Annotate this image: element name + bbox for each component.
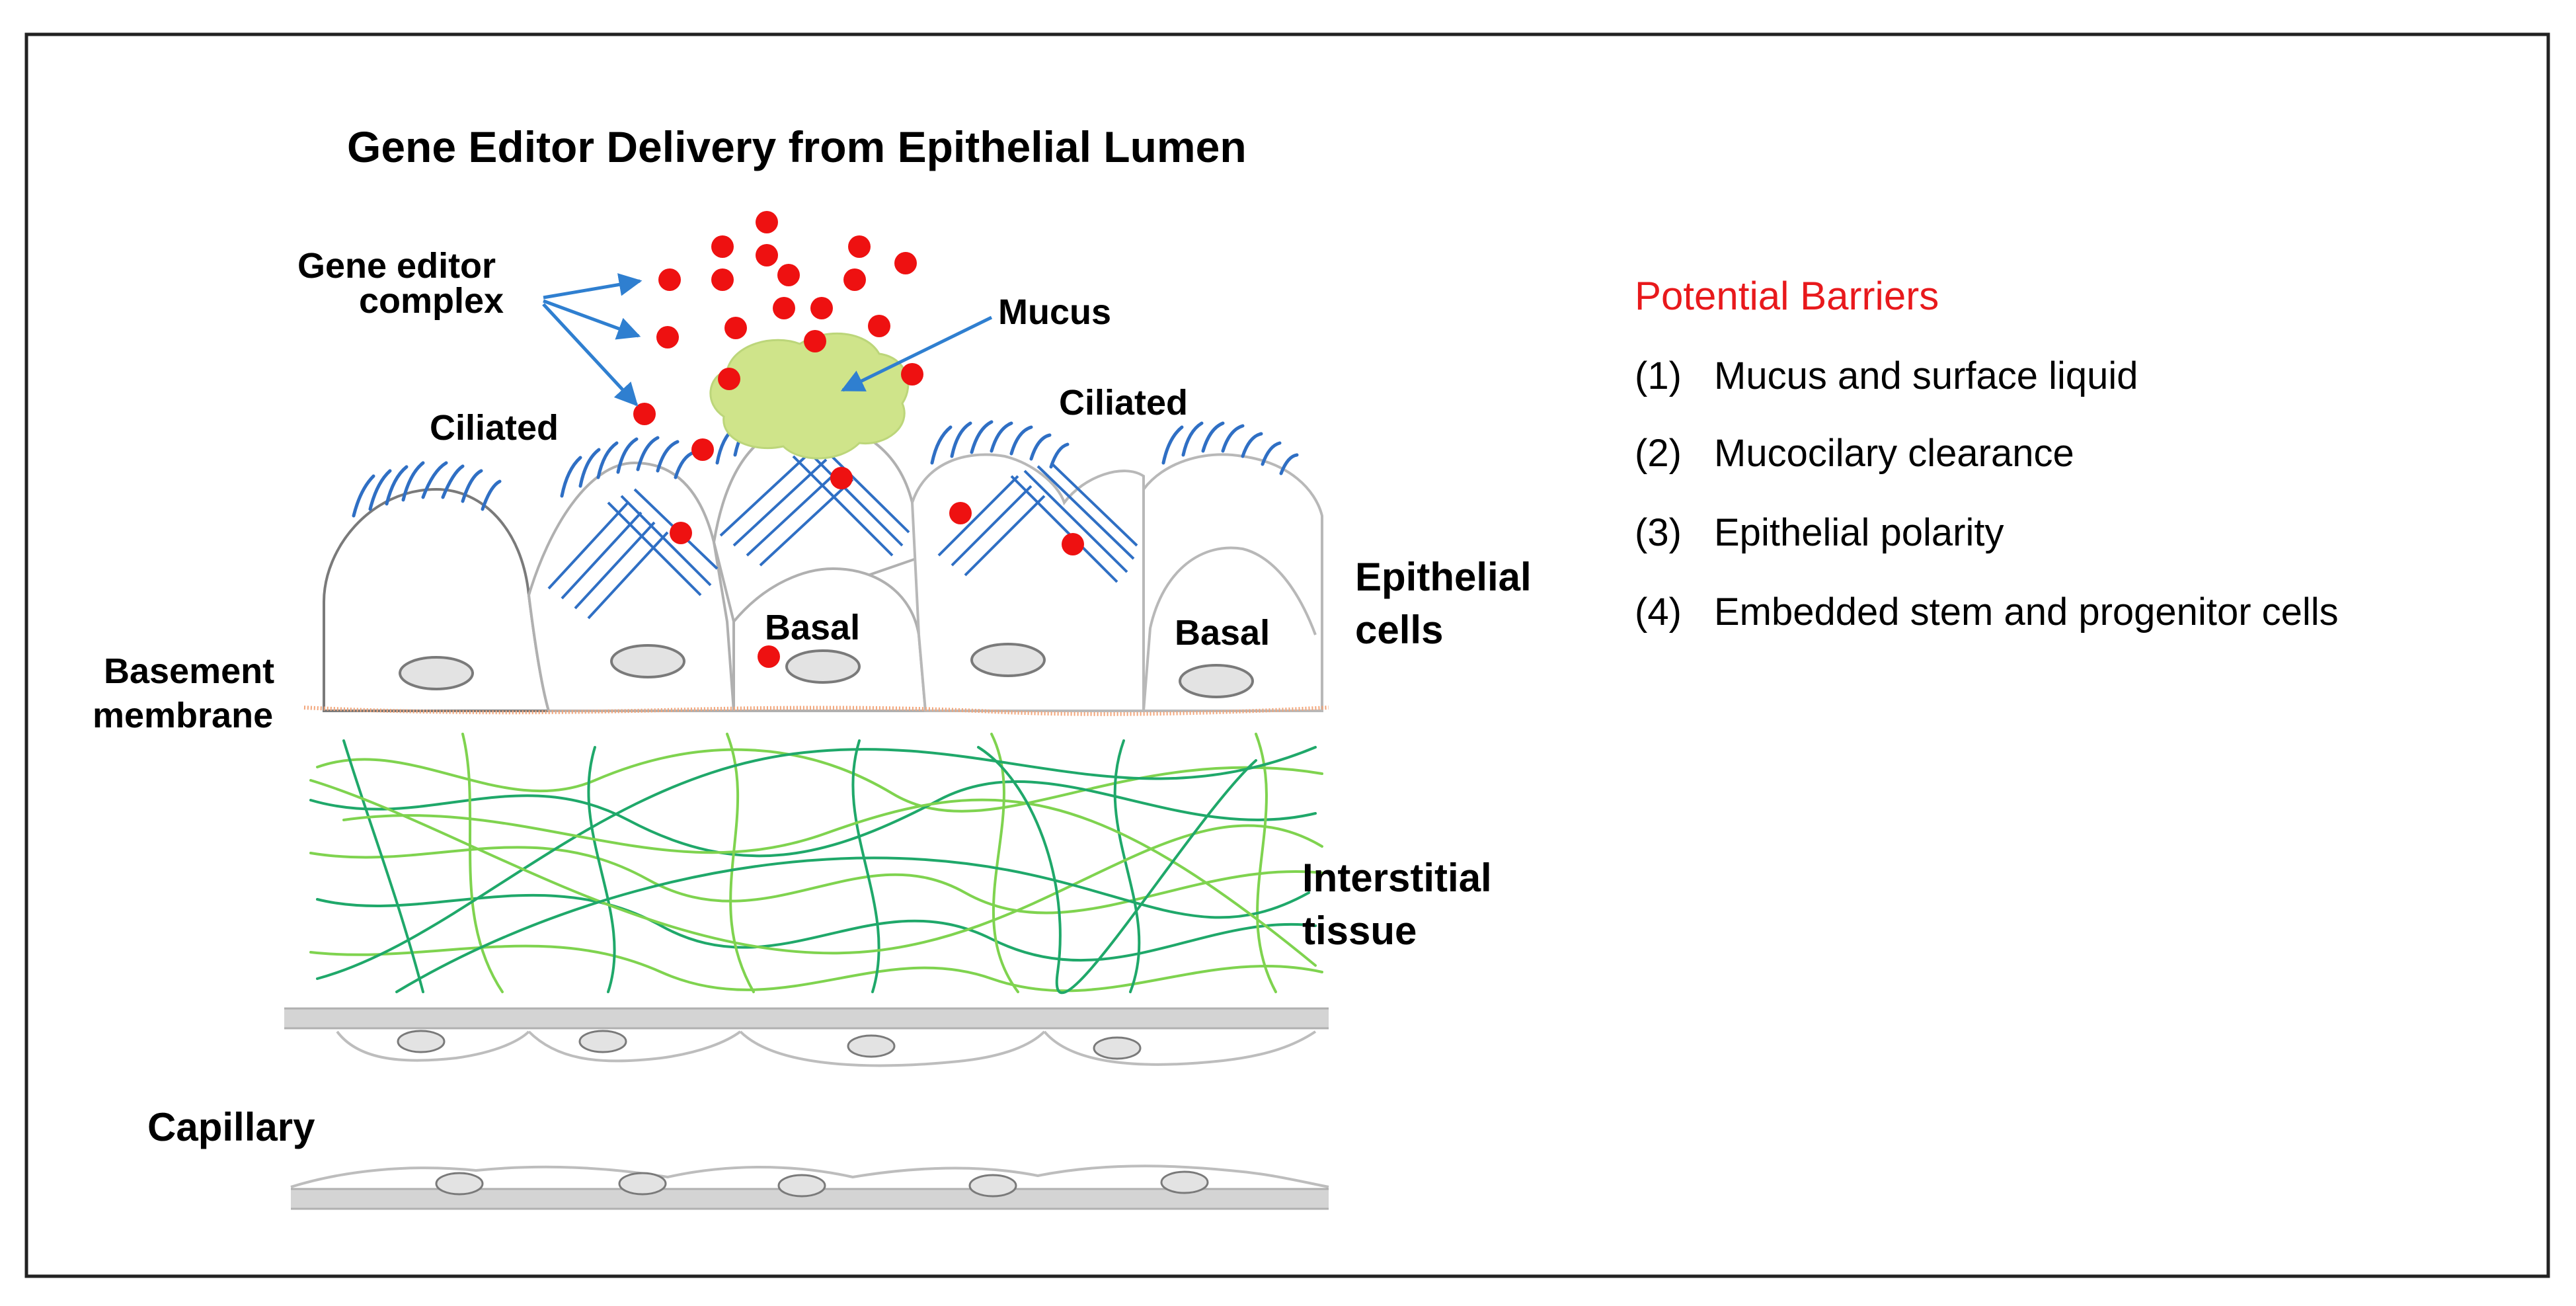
nucleus	[610, 644, 685, 678]
nucleus	[970, 643, 1046, 677]
nucleus	[397, 1030, 446, 1053]
label-epithelial-2: cells	[1355, 608, 1443, 652]
barriers-panel: Potential Barriers (1) Mucus and surface…	[1635, 274, 2339, 633]
nucleus	[618, 1172, 667, 1196]
barrier-2-text: Mucocilary clearance	[1714, 432, 2074, 475]
labels: Gene editor complex Mucus Ciliated Cilia…	[93, 246, 1532, 1149]
capillary-wall-lower	[290, 1164, 1329, 1210]
particle	[1062, 533, 1084, 555]
particle	[711, 235, 734, 258]
barrier-2-num: (2)	[1635, 432, 1682, 475]
arrow-to-particle-3	[542, 303, 639, 407]
nucleus	[578, 1030, 627, 1053]
particle	[810, 297, 833, 319]
particle	[718, 368, 740, 390]
diagram-title: Gene Editor Delivery from Epithelial Lum…	[347, 122, 1247, 171]
particle	[830, 467, 853, 489]
barrier-3-text: Epithelial polarity	[1714, 511, 2004, 554]
label-ciliated-left: Ciliated	[430, 408, 559, 448]
label-basal-center: Basal	[765, 608, 860, 647]
figure-border	[24, 32, 2550, 1278]
epithelial-nuclei	[399, 643, 1254, 698]
particle	[868, 315, 890, 337]
particle	[804, 330, 826, 352]
nucleus	[785, 649, 861, 684]
particle	[724, 317, 747, 339]
nucleus	[777, 1174, 826, 1198]
particle	[894, 252, 917, 274]
nucleus	[435, 1172, 484, 1196]
barrier-1-text: Mucus and surface liquid	[1714, 354, 2138, 397]
label-capillary: Capillary	[147, 1105, 315, 1149]
barriers-heading: Potential Barriers	[1635, 274, 1939, 318]
label-interstitial-2: tissue	[1302, 909, 1417, 953]
cell-hatching	[547, 443, 1138, 620]
nucleus	[1160, 1170, 1209, 1194]
label-basal-right: Basal	[1175, 613, 1270, 653]
nucleus	[968, 1174, 1017, 1198]
particle	[756, 211, 778, 233]
particle	[670, 522, 692, 544]
label-ciliated-right: Ciliated	[1059, 383, 1188, 423]
particle	[711, 268, 734, 291]
barrier-4-num: (4)	[1635, 591, 1682, 633]
mucus-blob	[709, 332, 910, 460]
nucleus	[847, 1034, 896, 1058]
particle	[691, 438, 714, 461]
particle	[777, 264, 800, 286]
barrier-3-num: (3)	[1635, 511, 1682, 554]
particle	[633, 403, 656, 425]
label-gene-editor-2: complex	[359, 281, 504, 321]
label-basement-2: membrane	[93, 696, 273, 735]
particle	[843, 268, 866, 291]
interstitial-fibers	[309, 733, 1323, 995]
barrier-4-text: Embedded stem and progenitor cells	[1714, 591, 2339, 633]
particle	[949, 502, 972, 524]
barrier-1-num: (1)	[1635, 354, 1682, 397]
label-gene-editor-1: Gene editor	[297, 246, 496, 286]
nucleus	[1093, 1036, 1142, 1060]
particle	[773, 297, 795, 319]
arrow-to-particle-2	[543, 299, 641, 340]
particle	[848, 235, 871, 258]
nucleus	[399, 656, 474, 690]
particle	[901, 363, 923, 386]
particle	[656, 326, 679, 348]
nucleus	[1179, 664, 1254, 698]
epithelial-cell-7	[1142, 546, 1317, 712]
arrow-to-mucus	[840, 315, 993, 392]
gene-editor-particles	[633, 211, 1084, 668]
label-basement-1: Basement	[104, 651, 274, 691]
label-mucus: Mucus	[998, 292, 1111, 332]
particle	[756, 244, 778, 266]
particle	[658, 268, 681, 291]
arrow-to-particle-1	[543, 273, 643, 300]
label-interstitial-1: Interstitial	[1302, 856, 1492, 900]
capillary-wall-upper	[284, 1007, 1329, 1067]
particle	[758, 645, 780, 668]
label-epithelial-1: Epithelial	[1355, 555, 1532, 599]
arrows	[542, 273, 993, 407]
epithelial-cell-4	[732, 567, 927, 712]
